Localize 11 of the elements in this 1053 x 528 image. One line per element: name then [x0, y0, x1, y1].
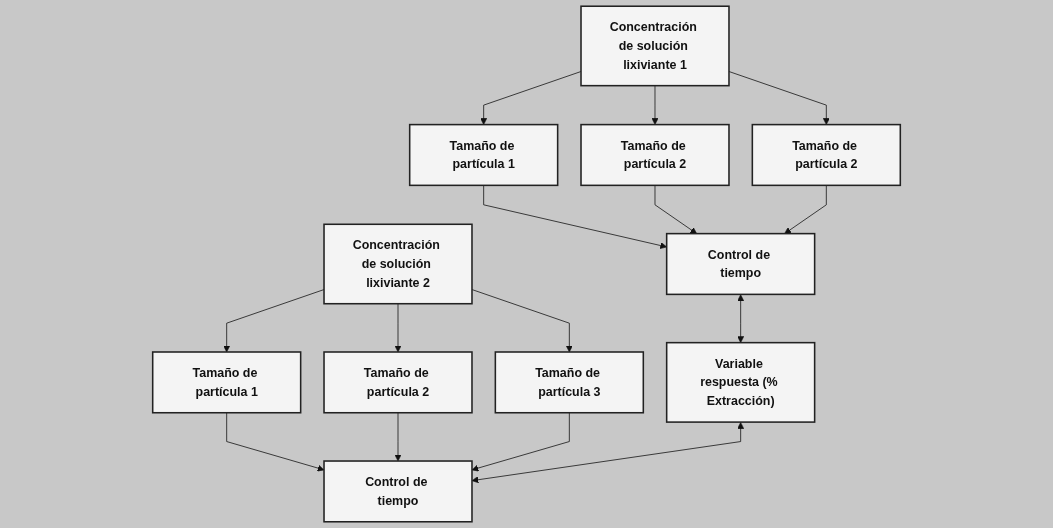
node-box: Tamaño de partícula 2 — [323, 351, 473, 414]
node-box: Concentración de solución lixiviante 1 — [580, 5, 730, 87]
node-box: Tamaño de partícula 2 — [751, 123, 902, 187]
node-box: Variable respuesta (% Extracción) — [665, 341, 816, 423]
node-box: Control de tiempo — [323, 460, 473, 523]
node-box: Control de tiempo — [665, 232, 816, 296]
node-box: Tamaño de partícula 2 — [580, 123, 730, 187]
node-box: Tamaño de partícula 3 — [494, 351, 645, 414]
node-box: Tamaño de partícula 1 — [408, 123, 559, 187]
node-box: Concentración de solución lixiviante 2 — [323, 223, 473, 305]
node-box: Tamaño de partícula 1 — [151, 351, 302, 414]
